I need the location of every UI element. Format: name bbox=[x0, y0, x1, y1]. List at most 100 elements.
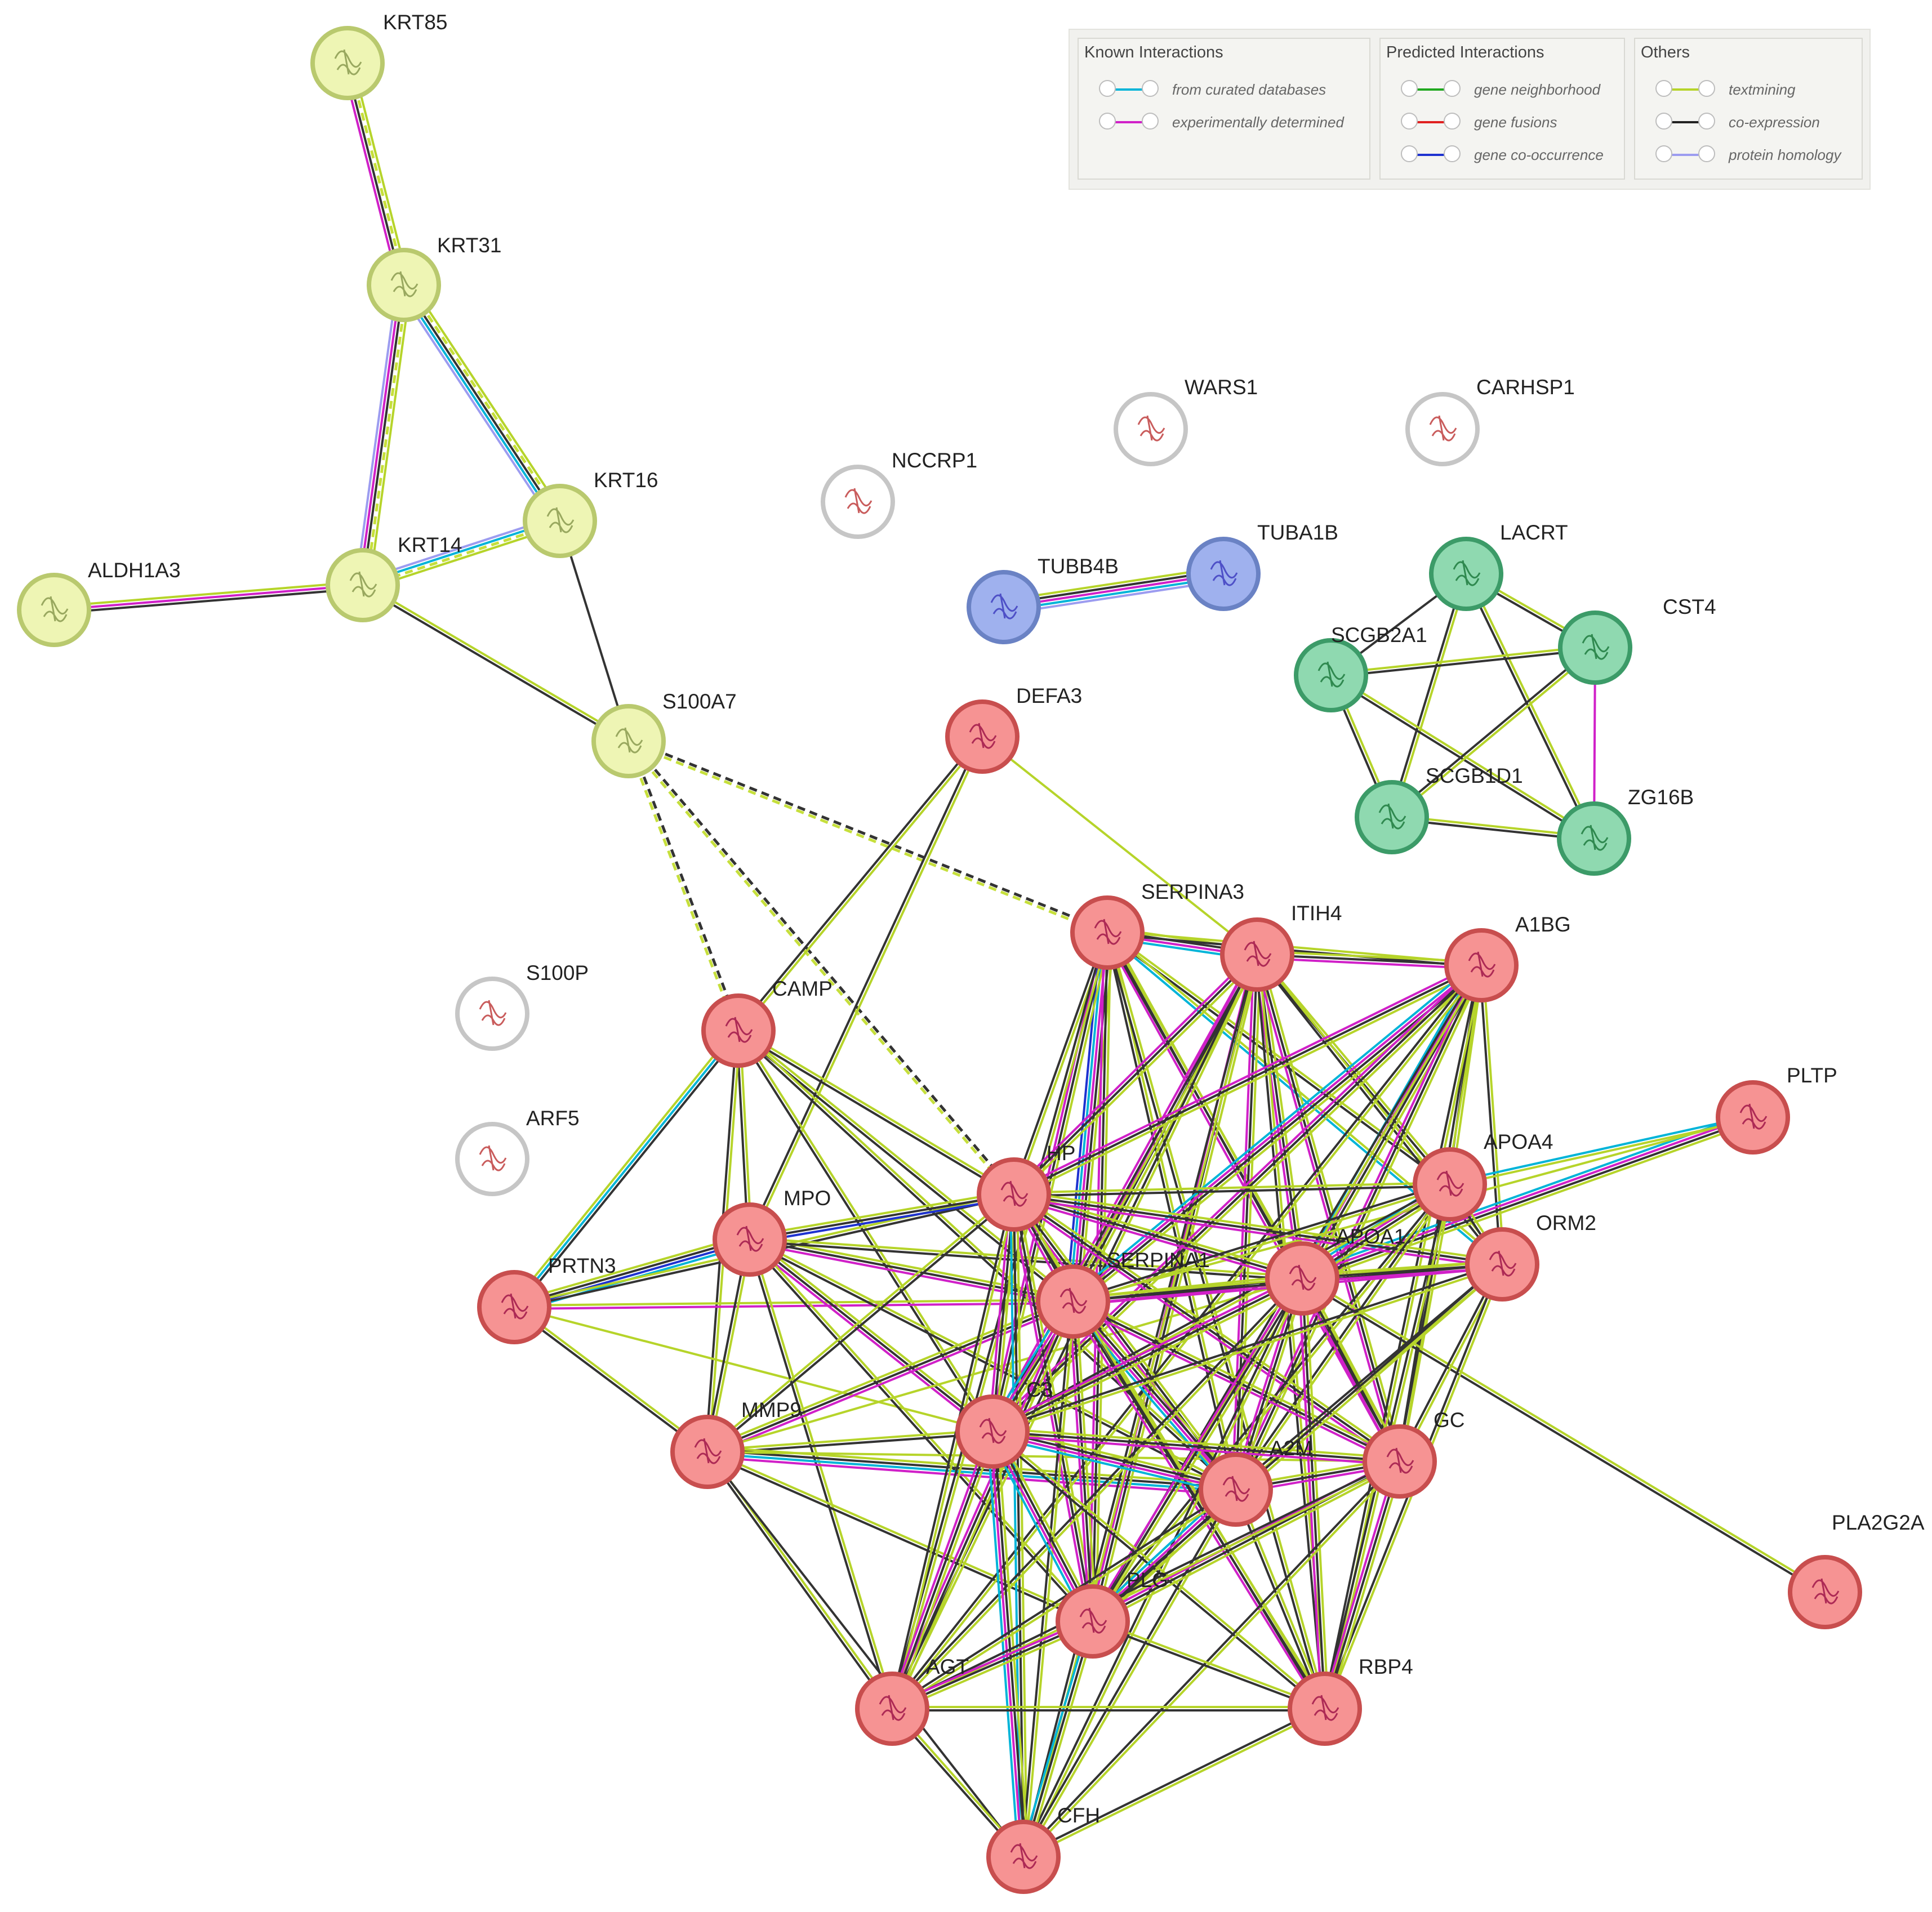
edge-CST4-SCGB1D1[interactable] bbox=[1390, 645, 1597, 819]
edge-AGT-RBP4[interactable] bbox=[892, 1706, 1325, 1712]
edge-C3-A2M[interactable] bbox=[991, 1425, 1237, 1496]
node-ITIH4[interactable] bbox=[1220, 917, 1294, 992]
edge-ALDH1A3-KRT14[interactable] bbox=[54, 581, 363, 614]
edge-KRT14-S100A7[interactable] bbox=[361, 582, 630, 744]
edge-C3-RBP4[interactable] bbox=[990, 1429, 1327, 1711]
edge-SERPINA1-AGT[interactable] bbox=[888, 1299, 1078, 1711]
node-NCCRP1[interactable] bbox=[821, 465, 895, 539]
node-PLA2G2A[interactable] bbox=[1788, 1555, 1862, 1629]
edge-S100A7-HP[interactable] bbox=[626, 739, 1017, 1197]
edge-PRTN3-MMP9[interactable] bbox=[513, 1304, 709, 1455]
edge-MPO-HP[interactable] bbox=[749, 1190, 1015, 1244]
edge-PRTN3-SERPINA1[interactable] bbox=[514, 1299, 1074, 1310]
node-CARHSP1[interactable] bbox=[1405, 392, 1480, 466]
edge-ORM2-C3[interactable] bbox=[991, 1262, 1503, 1434]
node-HP[interactable] bbox=[977, 1157, 1051, 1232]
edge-LACRT-SCGB1D1[interactable] bbox=[1389, 573, 1469, 818]
node-KRT31[interactable] bbox=[367, 248, 441, 322]
node-ARF5[interactable] bbox=[455, 1122, 529, 1196]
edge-KRT31-KRT14[interactable] bbox=[355, 284, 412, 586]
edge-MMP9-HP[interactable] bbox=[705, 1192, 1016, 1454]
edge-ITIH4-HP[interactable] bbox=[1010, 951, 1261, 1198]
edge-HP-APOA4[interactable] bbox=[1013, 1182, 1450, 1197]
edge-APOA4-A2M[interactable] bbox=[1233, 1183, 1453, 1491]
edge-TUBB4B-TUBA1B[interactable] bbox=[1002, 566, 1225, 615]
node-PRTN3[interactable] bbox=[477, 1270, 551, 1344]
edge-A2M-CFH[interactable] bbox=[1021, 1488, 1239, 1858]
edge-KRT16-S100A7[interactable] bbox=[559, 520, 630, 742]
edge-HP-CFH[interactable] bbox=[1009, 1194, 1028, 1857]
node-KRT16[interactable] bbox=[523, 484, 597, 558]
node-ZG16B[interactable] bbox=[1557, 801, 1631, 876]
node-SCGB1D1[interactable] bbox=[1355, 780, 1429, 854]
node-MMP9[interactable] bbox=[670, 1415, 745, 1489]
edge-S100A7-CAMP[interactable] bbox=[625, 740, 742, 1032]
edge-HP-AGT[interactable] bbox=[889, 1193, 1017, 1710]
node-PLTP[interactable] bbox=[1716, 1080, 1790, 1155]
edge-C3-CFH[interactable] bbox=[986, 1431, 1030, 1857]
edge-LACRT-ZG16B[interactable] bbox=[1463, 572, 1597, 840]
node-RBP4[interactable] bbox=[1288, 1672, 1362, 1746]
edge-APOA1-CFH[interactable] bbox=[1021, 1277, 1305, 1858]
edge-HP-ORM2[interactable] bbox=[1013, 1190, 1503, 1269]
edge-APOA1-C3[interactable] bbox=[990, 1274, 1305, 1436]
node-C3[interactable] bbox=[955, 1394, 1030, 1469]
edge-MMP9-CFH[interactable] bbox=[706, 1451, 1025, 1858]
node-CFH[interactable] bbox=[986, 1820, 1061, 1894]
edge-A1BG-SERPINA1[interactable] bbox=[1069, 960, 1485, 1307]
node-ALDH1A3[interactable] bbox=[17, 573, 91, 647]
node-S100P[interactable] bbox=[455, 977, 529, 1051]
node-KRT14[interactable] bbox=[326, 548, 400, 622]
node-SERPINA1[interactable] bbox=[1036, 1264, 1110, 1339]
edge-A1BG-HP[interactable] bbox=[1012, 961, 1484, 1199]
edge-GC-RBP4[interactable] bbox=[1320, 1460, 1404, 1710]
node-A1BG[interactable] bbox=[1444, 928, 1519, 1002]
edge-CAMP-HP[interactable] bbox=[737, 1028, 1016, 1197]
edge-KRT85-KRT31[interactable] bbox=[341, 61, 410, 287]
edge-DEFA3-CAMP[interactable] bbox=[736, 734, 985, 1033]
edge-MMP9-PLG[interactable] bbox=[706, 1449, 1094, 1624]
node-SCGB2A1[interactable] bbox=[1294, 638, 1368, 712]
edge-KRT31-KRT16[interactable] bbox=[397, 280, 567, 525]
node-TUBB4B[interactable] bbox=[967, 570, 1041, 644]
node-APOA1[interactable] bbox=[1265, 1241, 1339, 1316]
edge-GC-CFH[interactable] bbox=[1021, 1459, 1402, 1859]
node-S100A7[interactable] bbox=[591, 704, 666, 778]
edge-SCGB2A1-CST4[interactable] bbox=[1330, 645, 1596, 678]
edge-DEFA3-MPO[interactable] bbox=[747, 735, 985, 1241]
edge-HP-PLG[interactable] bbox=[1009, 1193, 1097, 1623]
edge-RBP4-CFH[interactable] bbox=[1022, 1706, 1326, 1860]
edge-A2M-RBP4[interactable] bbox=[1233, 1488, 1328, 1710]
edge-S100A7-SERPINA3[interactable] bbox=[627, 738, 1109, 936]
edge-MPO-AGT[interactable] bbox=[747, 1238, 895, 1710]
edge-MPO-PLG[interactable] bbox=[747, 1237, 1095, 1624]
node-ORM2[interactable] bbox=[1465, 1227, 1539, 1302]
edge-SERPINA3-APOA4[interactable] bbox=[1106, 930, 1452, 1187]
node-PLG[interactable] bbox=[1056, 1584, 1130, 1659]
edge-APOA1-RBP4[interactable] bbox=[1298, 1278, 1329, 1709]
edge-MMP9-GC[interactable] bbox=[707, 1451, 1400, 1463]
node-DEFA3[interactable] bbox=[945, 699, 1020, 774]
edge-APOA1-PLA2G2A[interactable] bbox=[1301, 1276, 1827, 1595]
node-WARS1[interactable] bbox=[1114, 392, 1188, 466]
edge-PRTN3-C3[interactable] bbox=[514, 1306, 993, 1433]
node-GC[interactable] bbox=[1363, 1424, 1437, 1499]
node-TUBA1B[interactable] bbox=[1186, 537, 1261, 611]
node-CAMP[interactable] bbox=[701, 993, 776, 1068]
node-APOA4[interactable] bbox=[1413, 1147, 1487, 1222]
edge-MPO-C3[interactable] bbox=[747, 1236, 995, 1436]
edge-C3-GC[interactable] bbox=[992, 1427, 1400, 1466]
edge-C3-AGT[interactable] bbox=[888, 1430, 997, 1710]
edge-SERPINA1-PLG[interactable] bbox=[1069, 1301, 1097, 1622]
node-A2M[interactable] bbox=[1199, 1452, 1273, 1527]
edge-APOA4-SERPINA1[interactable] bbox=[1072, 1182, 1451, 1304]
node-CST4[interactable] bbox=[1558, 610, 1632, 685]
node-SERPINA3[interactable] bbox=[1070, 895, 1145, 970]
edge-ITIH4-A1BG[interactable] bbox=[1257, 950, 1482, 970]
node-KRT85[interactable] bbox=[310, 26, 385, 100]
edge-SERPINA1-A2M[interactable] bbox=[1068, 1297, 1241, 1494]
edge-CAMP-PRTN3[interactable] bbox=[510, 1027, 742, 1311]
node-MPO[interactable] bbox=[713, 1202, 787, 1277]
node-LACRT[interactable] bbox=[1429, 537, 1503, 611]
node-AGT[interactable] bbox=[855, 1672, 929, 1746]
